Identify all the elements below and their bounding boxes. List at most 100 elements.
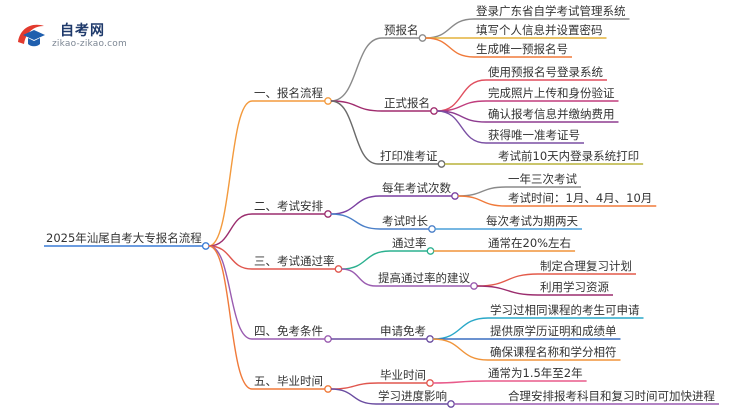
root-topic-text: 2025年汕尾自考大专报名流程: [46, 231, 202, 245]
leaf-topic[interactable]: 每次考试为期两天: [484, 214, 582, 230]
branch-topic-4[interactable]: 四、免考条件: [252, 324, 328, 340]
leaf-topic-text: 利用学习资源: [540, 280, 609, 294]
subtopic[interactable]: 提高通过率的建议: [376, 271, 474, 287]
leaf-topic-text: 获得唯一准考证号: [488, 128, 580, 142]
subtopic[interactable]: 考试时长: [380, 214, 432, 230]
branch-node-dot[interactable]: [324, 335, 332, 343]
subtopic[interactable]: 打印准考证: [378, 149, 442, 165]
leaf-connector: [432, 317, 489, 340]
subtopic-connector: [330, 195, 381, 215]
leaf-topic-text: 制定合理复习计划: [540, 259, 632, 273]
leaf-topic[interactable]: 通常为1.5年至2年: [486, 366, 587, 382]
leaf-topic[interactable]: 填写个人信息并设置密码: [474, 23, 607, 39]
leaf-topic[interactable]: 学习过相同课程的考生可申请: [488, 303, 644, 319]
branch-topic-4-text: 四、免考条件: [254, 324, 323, 338]
leaf-topic[interactable]: 确保课程名称和学分相符: [488, 345, 621, 361]
subtopic[interactable]: 正式报名: [382, 96, 434, 112]
subtopic-node-dot[interactable]: [447, 400, 455, 408]
subtopic[interactable]: 通过率: [390, 236, 431, 252]
logo-blue-cap-base: [28, 38, 40, 47]
branch-topic-3[interactable]: 三、考试通过率: [252, 254, 339, 270]
branch-node-dot[interactable]: [324, 210, 332, 218]
root-node-dot[interactable]: [201, 242, 210, 250]
branch-topic-3-text: 三、考试通过率: [254, 254, 335, 268]
leaf-topic[interactable]: 通常在20%左右: [486, 236, 576, 252]
branch-node-dot[interactable]: [324, 385, 332, 393]
subtopic-node-dot[interactable]: [430, 107, 438, 115]
subtopic-node-dot[interactable]: [426, 379, 434, 387]
logo-red-swoosh: [18, 24, 44, 44]
logo-blue-cap: [23, 30, 45, 40]
branch-topic-1[interactable]: 一、报名流程: [252, 86, 328, 102]
subtopic[interactable]: 预报名: [382, 23, 423, 39]
leaf-topic-text: 填写个人信息并设置密码: [476, 23, 603, 37]
root-topic[interactable]: 2025年汕尾自考大专报名流程: [44, 231, 206, 247]
branch-node-dot[interactable]: [334, 265, 343, 273]
leaf-connector: [425, 18, 475, 39]
branch-connector: [208, 245, 253, 340]
leaf-topic[interactable]: 利用学习资源: [538, 280, 613, 296]
leaf-topic[interactable]: 完成照片上传和身份验证: [486, 86, 619, 102]
branch-topic-1-text: 一、报名流程: [254, 86, 323, 100]
leaf-topic[interactable]: 登录广东省自学考试管理系统: [474, 4, 630, 20]
leaf-topic-text: 生成唯一预报名号: [476, 42, 568, 56]
leaf-connector: [432, 338, 489, 361]
subtopic-text: 每年考试次数: [382, 181, 451, 195]
leaf-topic-text: 提供原学历证明和成绩单: [490, 324, 617, 338]
leaf-topic-text: 学习过相同课程的考生可申请: [490, 303, 640, 317]
branch-node-dot[interactable]: [324, 97, 332, 105]
subtopic-text: 打印准考证: [380, 149, 438, 163]
subtopic-node-dot[interactable]: [437, 160, 446, 168]
subtopic-node-dot[interactable]: [470, 282, 478, 290]
subtopic-node-dot[interactable]: [428, 225, 436, 233]
leaf-topic[interactable]: 确认报考信息并缴纳费用: [486, 107, 619, 123]
leaf-connector: [476, 273, 539, 287]
subtopic-node-dot[interactable]: [451, 192, 459, 200]
logo-title: 自考网: [60, 23, 105, 39]
logo-url: zikao-zikao.com: [52, 39, 127, 49]
branch-topic-5[interactable]: 五、毕业时间: [252, 374, 328, 390]
leaf-topic[interactable]: 获得唯一准考证号: [486, 128, 584, 144]
subtopic-text: 考试时长: [382, 214, 428, 228]
branch-connector: [208, 213, 253, 247]
subtopic-text: 通过率: [392, 236, 427, 250]
leaf-connector: [476, 285, 539, 296]
leaf-topic[interactable]: 合理安排报考科目和复习时间可加快进程: [506, 389, 719, 405]
branch-connector: [208, 245, 253, 390]
subtopic-connector: [341, 268, 377, 287]
subtopic-connector: [330, 100, 383, 112]
leaf-topic[interactable]: 一年三次考试: [506, 172, 581, 188]
subtopic-node-dot[interactable]: [426, 247, 435, 255]
leaf-topic[interactable]: 生成唯一预报名号: [474, 42, 572, 58]
leaf-topic-text: 确认报考信息并缴纳费用: [488, 107, 615, 121]
branch-connector: [208, 100, 253, 247]
subtopic-text: 正式报名: [384, 96, 430, 110]
branch-topic-2[interactable]: 二、考试安排: [252, 199, 328, 215]
subtopic-connector: [341, 250, 391, 270]
leaf-topic[interactable]: 制定合理复习计划: [538, 259, 636, 275]
leaf-topic-text: 一年三次考试: [508, 172, 577, 186]
subtopic[interactable]: 每年考试次数: [380, 181, 455, 197]
subtopic-connector: [330, 382, 379, 390]
leaf-topic-text: 确保课程名称和学分相符: [490, 345, 617, 359]
subtopic[interactable]: 学习进度影响: [376, 389, 451, 405]
site-logo[interactable]: 自考网 zikao-zikao.com: [14, 18, 154, 52]
subtopic[interactable]: 申请免考: [378, 324, 430, 340]
subtopic[interactable]: 毕业时间: [378, 368, 430, 384]
leaf-topic[interactable]: 使用预报名号登录系统: [486, 65, 607, 81]
leaf-topic-text: 通常在20%左右: [488, 236, 571, 250]
subtopic-connector: [330, 213, 381, 230]
subtopic-text: 提高通过率的建议: [378, 271, 470, 285]
branch-connector: [208, 245, 253, 270]
leaf-connector: [457, 186, 507, 197]
subtopic-node-dot[interactable]: [426, 335, 434, 343]
leaf-topic[interactable]: 提供原学历证明和成绩单: [488, 324, 621, 340]
leaf-topic-text: 使用预报名号登录系统: [488, 65, 603, 79]
leaf-topic[interactable]: 考试时间：1月、4月、10月: [506, 191, 657, 207]
subtopic-connector: [330, 37, 383, 102]
subtopic-text: 学习进度影响: [378, 389, 447, 403]
leaf-topic[interactable]: 考试前10天内登录系统打印: [496, 149, 644, 165]
subtopic-node-dot[interactable]: [418, 34, 427, 42]
leaf-topic-text: 登录广东省自学考试管理系统: [476, 4, 626, 18]
